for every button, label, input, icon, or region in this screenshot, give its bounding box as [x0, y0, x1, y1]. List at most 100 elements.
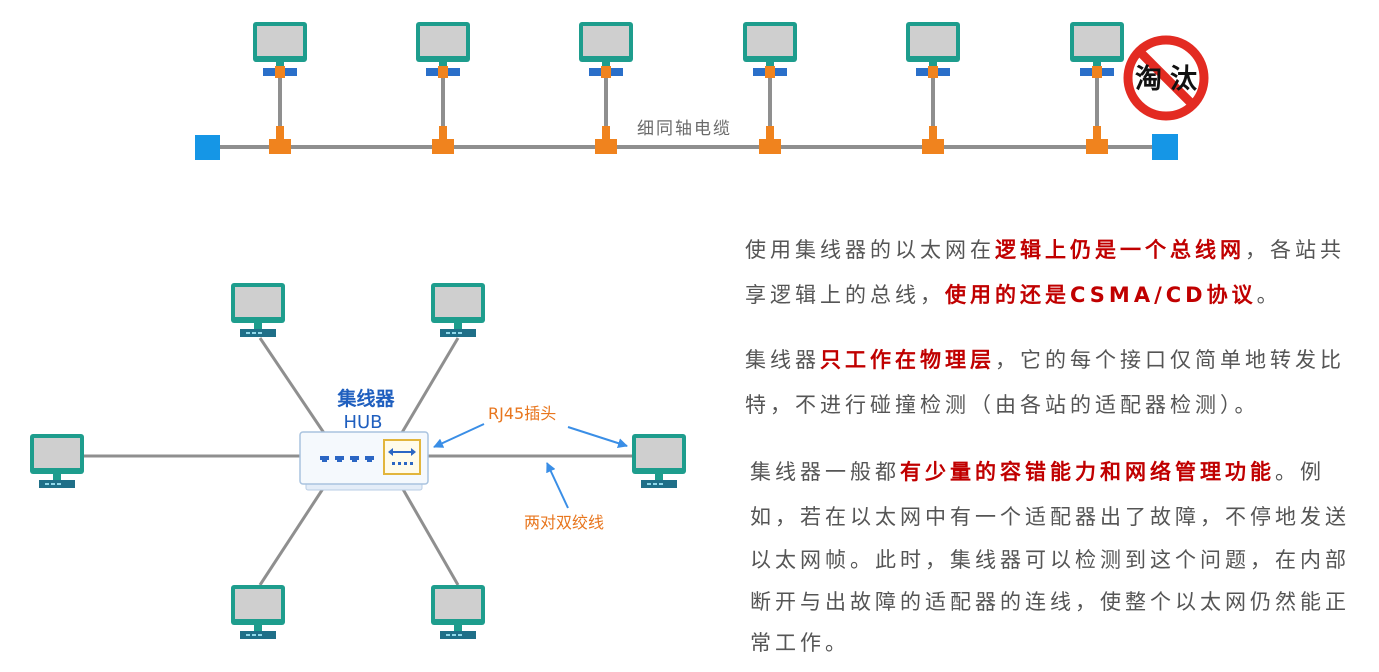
t-connector: [432, 126, 454, 154]
t-connector-bar: [595, 139, 617, 154]
twisted-pair-cable: [258, 337, 328, 437]
twisted-pair-arrow: [546, 462, 569, 509]
t-connector-stem: [766, 126, 774, 140]
monitor-neck: [454, 625, 462, 631]
monitor-neck: [929, 62, 937, 68]
monitor-screen: [1074, 26, 1120, 56]
computer-icon: [416, 22, 470, 78]
base-led: [452, 332, 456, 334]
t-connector-bar: [759, 139, 781, 154]
transceiver-connector: [275, 66, 285, 78]
monitor-neck: [439, 62, 447, 68]
bus-topology: 细同轴电缆 淘汰: [195, 22, 1209, 160]
note-text: 断开与出故障的适配器的连线，使整个以太网仍然能正: [750, 590, 1350, 614]
rj45-port-frame: [383, 439, 421, 475]
transceiver-connector: [1092, 66, 1102, 78]
monitor-screen: [235, 287, 281, 317]
transceiver-connector: [765, 66, 775, 78]
rj45-label: RJ45插头: [488, 404, 556, 423]
transceiver-connector: [438, 66, 448, 78]
t-connector: [595, 126, 617, 154]
transceiver-connector: [928, 66, 938, 78]
twisted-pair-cable: [398, 337, 460, 437]
base-led: [45, 483, 49, 485]
base-led: [252, 634, 256, 636]
note-text: ，它的每个接口仅简单地转发比: [995, 348, 1345, 372]
base-led: [258, 634, 262, 636]
t-connector-stem: [929, 126, 937, 140]
monitor-screen: [747, 26, 793, 56]
hub-port-icon: [350, 456, 359, 462]
hub-title: 集线器: [336, 387, 395, 410]
base-led: [246, 332, 250, 334]
monitor-neck: [53, 474, 61, 480]
base-led: [653, 483, 657, 485]
computer-icon: [253, 22, 307, 78]
note-text: 如，若在以太网中有一个适配器出了故障，不停地发送: [750, 505, 1350, 529]
base-led: [446, 332, 450, 334]
base-led: [446, 634, 450, 636]
coaxial-cable-label: 细同轴电缆: [637, 119, 732, 139]
note-text: 集线器: [745, 348, 820, 372]
hub-subtitle: HUB: [343, 412, 382, 433]
monitor-screen: [435, 589, 481, 619]
note-text: 使用集线器的以太网在: [745, 238, 995, 262]
no-entry-icon: 淘汰: [1123, 35, 1209, 121]
monitor-screen: [435, 287, 481, 317]
t-connector: [1086, 126, 1108, 154]
t-connector-stem: [1093, 126, 1101, 140]
base-led: [458, 634, 462, 636]
base-led: [458, 332, 462, 334]
note-line: 集线器一般都有少量的容错能力和网络管理功能。例: [750, 457, 1325, 487]
base-led: [252, 332, 256, 334]
computer-icon: [431, 585, 485, 639]
terminator-left: [195, 135, 220, 160]
note-line: 享逻辑上的总线，使用的还是CSMA/CD协议。: [745, 280, 1282, 310]
rj45-arrow-to-computer: [567, 426, 628, 449]
t-connector-bar: [1086, 139, 1108, 154]
monitor-screen: [235, 589, 281, 619]
note-text: ，各站共: [1245, 238, 1345, 262]
twisted-pair-cable: [398, 483, 460, 586]
monitor-screen: [583, 26, 629, 56]
t-connector-bar: [269, 139, 291, 154]
base-led: [51, 483, 55, 485]
note-line: 以太网帧。此时，集线器可以检测到这个问题，在内部: [750, 545, 1350, 575]
hub-port-icon: [320, 456, 329, 462]
monitor-neck: [454, 323, 462, 329]
monitor-neck: [602, 62, 610, 68]
monitor-neck: [1093, 62, 1101, 68]
base-led: [258, 332, 262, 334]
note-emphasis: 逻辑上仍是一个总线网: [995, 238, 1245, 262]
hub-port-icon: [335, 456, 344, 462]
t-connector-stem: [602, 126, 610, 140]
monitor-screen: [636, 438, 682, 468]
rj45-pin: [410, 462, 413, 465]
computer-icon: [431, 283, 485, 337]
computer-icon: [579, 22, 633, 78]
monitor-screen: [34, 438, 80, 468]
note-text: 特，不进行碰撞检测（由各站的适配器检测）。: [745, 393, 1260, 417]
rj45-pin: [404, 462, 407, 465]
note-line: 断开与出故障的适配器的连线，使整个以太网仍然能正: [750, 587, 1350, 617]
computer-icon: [231, 283, 285, 337]
obsolete-label: 淘汰: [1135, 64, 1205, 95]
note-line: 使用集线器的以太网在逻辑上仍是一个总线网，各站共: [745, 235, 1345, 265]
arrow-left-head: [388, 448, 393, 456]
computer-icon: [743, 22, 797, 78]
hub-icon: [299, 431, 429, 491]
transceiver-connector: [601, 66, 611, 78]
star-topology: 集线器 HUB RJ45插头 两对双绞线: [30, 283, 686, 639]
monitor-screen: [420, 26, 466, 56]
t-connector: [759, 126, 781, 154]
note-line: 特，不进行碰撞检测（由各站的适配器检测）。: [745, 390, 1260, 420]
monitor-screen: [257, 26, 303, 56]
monitor-neck: [766, 62, 774, 68]
hub-port-icon: [365, 456, 374, 462]
base-led: [246, 634, 250, 636]
monitor-neck: [655, 474, 663, 480]
computer-icon: [231, 585, 285, 639]
note-emphasis: 有少量的容错能力和网络管理功能: [900, 460, 1275, 484]
terminator-right: [1152, 134, 1178, 160]
